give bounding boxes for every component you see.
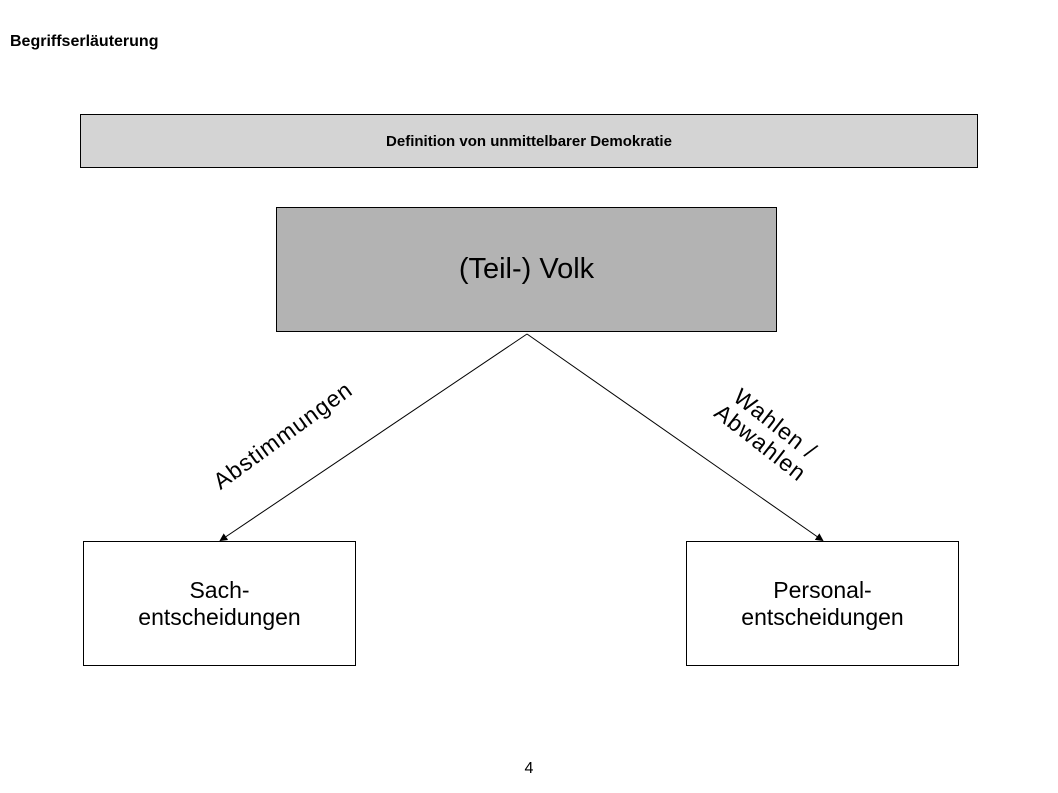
node-sach-line2: entscheidungen — [138, 603, 301, 630]
page-number: 4 — [524, 760, 534, 777]
node-sach-line1: Sach- — [189, 576, 250, 603]
node-personalentscheidungen: Personal- entscheidungen — [686, 541, 959, 666]
definition-banner-text: Definition von unmittelbarer Demokratie — [386, 132, 672, 150]
edge-to-personalentscheidungen — [526, 333, 824, 542]
node-personal-line2: entscheidungen — [741, 603, 904, 630]
node-sachentscheidungen: Sach- entscheidungen — [83, 541, 356, 666]
slide-title: Begriffserläuterung — [10, 33, 159, 50]
definition-banner: Definition von unmittelbarer Demokratie — [80, 114, 978, 168]
root-node-label: (Teil-) Volk — [458, 253, 595, 285]
node-personal-line1: Personal- — [773, 576, 872, 603]
root-node-volk: (Teil-) Volk — [276, 207, 777, 332]
edge-to-sachentscheidungen — [219, 333, 528, 542]
